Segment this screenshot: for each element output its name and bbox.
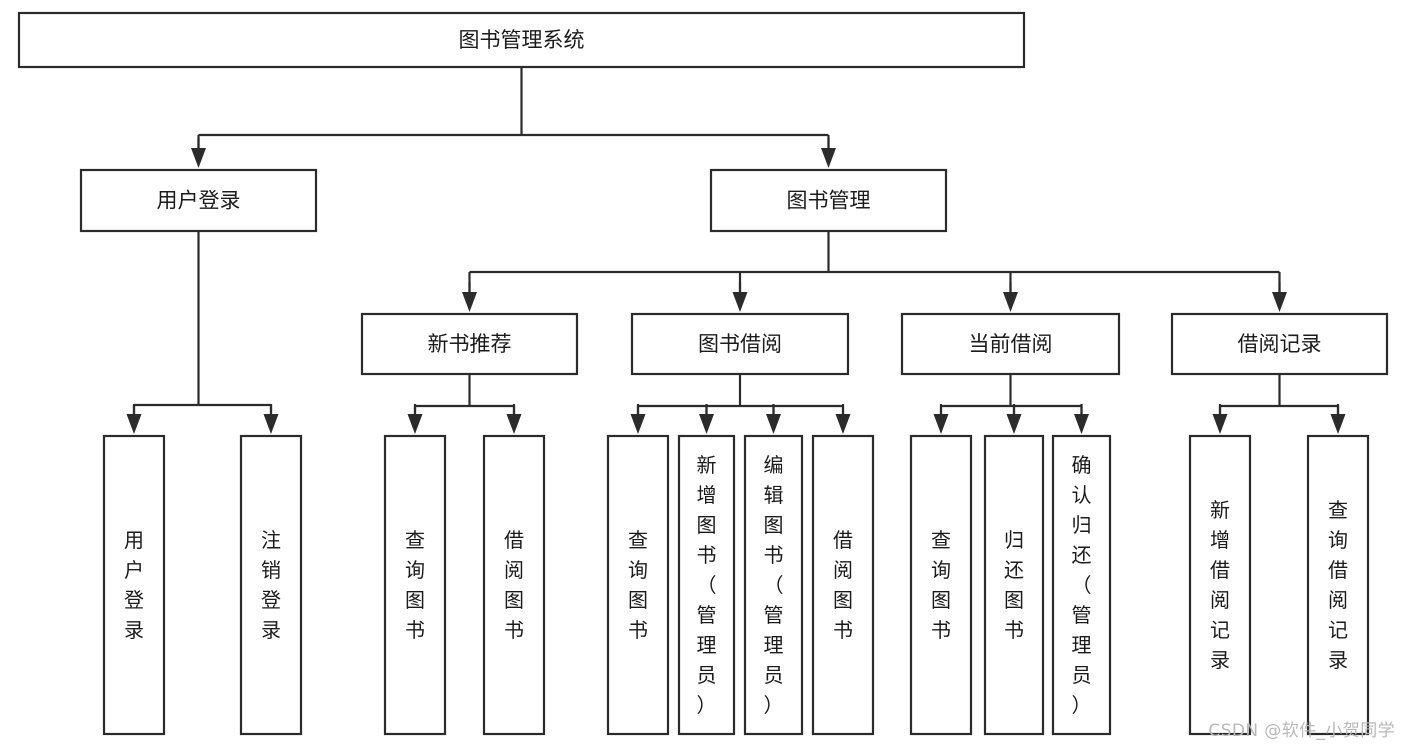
node-new-book-rec[interactable]: 新书推荐 <box>360 312 579 376</box>
node-box-book-manage <box>709 168 948 233</box>
arrow-to-node <box>506 414 522 434</box>
node-user-login[interactable]: 用户登录 <box>79 168 318 233</box>
node-leaf-query-record[interactable]: 查询借阅记录 <box>1306 434 1370 736</box>
node-box-leaf-query-book-2 <box>606 434 670 736</box>
node-leaf-borrow-book-1[interactable]: 借阅图书 <box>482 434 546 736</box>
node-box-leaf-edit-book <box>743 434 804 736</box>
arrow-to-node <box>1006 414 1022 434</box>
node-label-new-book-rec: 新书推荐 <box>428 332 512 356</box>
node-label-leaf-query-book-1: 查询图书 <box>405 528 425 642</box>
node-box-user-login <box>79 168 318 233</box>
node-label-current-borrow: 当前借阅 <box>969 332 1053 356</box>
node-box-leaf-user-logout <box>239 434 303 736</box>
node-box-leaf-borrow-book-1 <box>482 434 546 736</box>
arrow-to-node <box>1272 292 1287 312</box>
arrow-to-node <box>263 414 279 434</box>
arrow-to-node <box>821 148 836 168</box>
node-leaf-return-book[interactable]: 归还图书 <box>983 434 1045 736</box>
node-box-borrow-record <box>1170 312 1389 376</box>
node-label-leaf-borrow-book-2: 借阅图书 <box>833 528 853 642</box>
node-label-leaf-query-book-3: 查询图书 <box>931 528 951 642</box>
node-label-user-login: 用户登录 <box>157 189 241 213</box>
node-box-leaf-add-record <box>1188 434 1252 736</box>
arrow-to-node <box>1074 414 1089 434</box>
arrow-to-node <box>407 414 423 434</box>
node-box-leaf-query-record <box>1306 434 1370 736</box>
node-box-book-borrow <box>630 312 850 376</box>
node-box-leaf-return-book <box>983 434 1045 736</box>
node-borrow-record[interactable]: 借阅记录 <box>1170 312 1389 376</box>
node-leaf-query-book-1[interactable]: 查询图书 <box>383 434 447 736</box>
node-label-book-manage: 图书管理 <box>787 189 871 213</box>
arrow-to-node <box>1003 292 1018 312</box>
node-layer: 图书管理系统用户登录图书管理新书推荐图书借阅当前借阅借阅记录用户登录注销登录查询… <box>17 11 1389 736</box>
node-label-root: 图书管理系统 <box>459 28 585 52</box>
node-box-leaf-confirm-return <box>1051 434 1112 736</box>
node-box-leaf-user-login <box>102 434 166 736</box>
node-label-leaf-add-book: 新增图书（管理员） <box>697 453 717 717</box>
node-leaf-user-logout[interactable]: 注销登录 <box>239 434 303 736</box>
node-box-leaf-query-book-1 <box>383 434 447 736</box>
node-label-borrow-record: 借阅记录 <box>1238 332 1322 356</box>
arrow-to-node <box>1330 414 1346 434</box>
node-label-book-borrow: 图书借阅 <box>698 332 782 356</box>
node-label-leaf-user-login: 用户登录 <box>124 528 144 642</box>
node-label-leaf-edit-book: 编辑图书（管理员） <box>764 453 784 717</box>
node-label-leaf-add-record: 新增借阅记录 <box>1210 498 1230 672</box>
node-current-borrow[interactable]: 当前借阅 <box>900 312 1121 376</box>
arrow-to-node <box>699 414 714 434</box>
node-leaf-edit-book[interactable]: 编辑图书（管理员） <box>743 434 804 736</box>
node-label-leaf-query-record: 查询借阅记录 <box>1328 498 1348 672</box>
node-root[interactable]: 图书管理系统 <box>17 11 1026 69</box>
node-label-leaf-borrow-book-1: 借阅图书 <box>504 528 524 642</box>
node-label-leaf-confirm-return: 确认归还（管理员） <box>1072 453 1092 717</box>
node-leaf-confirm-return[interactable]: 确认归还（管理员） <box>1051 434 1112 736</box>
node-box-root <box>17 11 1026 69</box>
node-box-new-book-rec <box>360 312 579 376</box>
node-label-leaf-return-book: 归还图书 <box>1004 528 1024 642</box>
node-label-leaf-user-logout: 注销登录 <box>261 528 281 642</box>
arrow-to-node <box>630 414 646 434</box>
arrow-to-node <box>462 292 477 312</box>
node-label-leaf-query-book-2: 查询图书 <box>628 528 648 642</box>
arrow-to-node <box>126 414 142 434</box>
node-leaf-query-book-2[interactable]: 查询图书 <box>606 434 670 736</box>
connector-layer <box>126 67 1346 434</box>
node-leaf-add-book[interactable]: 新增图书（管理员） <box>677 434 736 736</box>
node-book-manage[interactable]: 图书管理 <box>709 168 948 233</box>
node-box-current-borrow <box>900 312 1121 376</box>
arrow-to-node <box>191 148 206 168</box>
node-leaf-borrow-book-2[interactable]: 借阅图书 <box>811 434 875 736</box>
node-book-borrow[interactable]: 图书借阅 <box>630 312 850 376</box>
arrow-to-node <box>766 414 781 434</box>
node-box-leaf-borrow-book-2 <box>811 434 875 736</box>
arrow-to-node <box>835 414 851 434</box>
arrow-to-node <box>933 414 949 434</box>
arrow-to-node <box>732 292 748 312</box>
node-leaf-query-book-3[interactable]: 查询图书 <box>909 434 973 736</box>
node-box-leaf-add-book <box>677 434 736 736</box>
node-leaf-user-login[interactable]: 用户登录 <box>102 434 166 736</box>
csdn-watermark: CSDN @软件_小贺同学 <box>1208 721 1395 741</box>
node-box-leaf-query-book-3 <box>909 434 973 736</box>
node-leaf-add-record[interactable]: 新增借阅记录 <box>1188 434 1252 736</box>
arrow-to-node <box>1212 414 1228 434</box>
